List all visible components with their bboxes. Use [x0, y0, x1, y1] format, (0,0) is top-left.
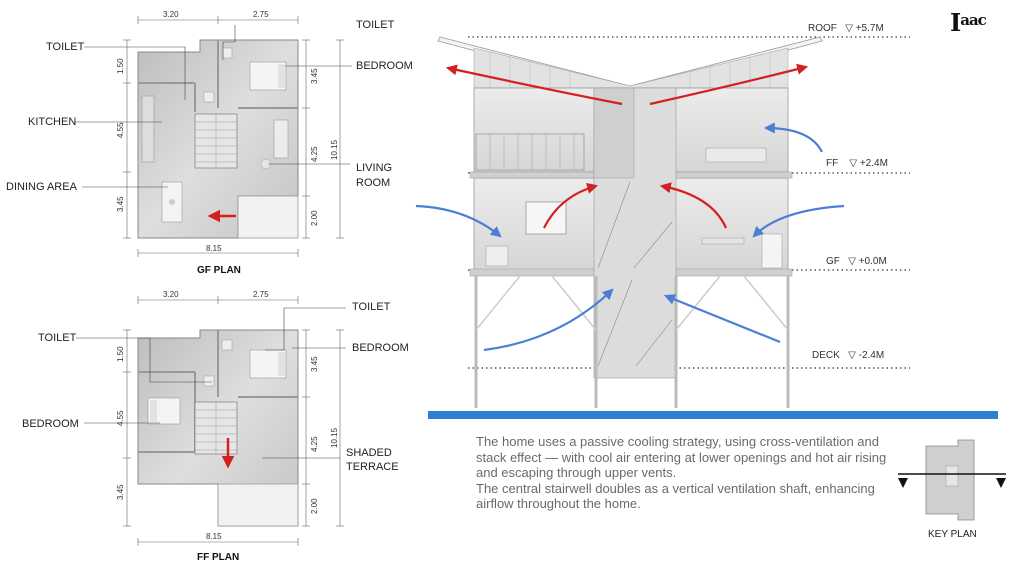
description-paragraph-2: The central stairwell doubles as a verti…: [476, 480, 875, 512]
ff-label-bedroom-right: BEDROOM: [352, 342, 409, 354]
gf-dim-v-4-25: 4.25: [310, 146, 319, 162]
level-gf-name: GF: [826, 256, 840, 267]
gf-dim-top-left: 3.20: [163, 10, 179, 19]
ff-dim-v-10-15: 10.15: [330, 427, 339, 448]
ff-dim-v-4-55: 4.55: [116, 410, 125, 426]
level-roof: ROOF ▽ +5.7M: [808, 23, 884, 34]
ff-label-bedroom-left: BEDROOM: [22, 418, 79, 430]
ff-label-terrace-2: TERRACE: [346, 461, 399, 473]
gf-label-dining-area: DINING AREA: [6, 181, 77, 193]
gf-dim-bottom: 8.15: [206, 244, 222, 253]
level-marker-icon: ▽: [849, 158, 858, 169]
ff-dim-bottom: 8.15: [206, 532, 222, 541]
gf-plan-drawing: [74, 16, 352, 257]
gf-dim-v-1-50: 1.50: [116, 58, 125, 74]
gf-dim-v-10-15: 10.15: [330, 139, 339, 160]
level-marker-icon: ▽: [848, 256, 856, 267]
ff-plan-title: FF PLAN: [197, 552, 240, 563]
ff-dim-top-right: 2.75: [253, 290, 269, 299]
gf-dim-top-right: 2.75: [253, 10, 269, 19]
building-section: [415, 36, 998, 419]
level-roof-value: +5.7M: [855, 23, 884, 34]
ff-dim-top-left: 3.20: [163, 290, 179, 299]
ff-label-terrace-1: SHADED: [346, 447, 392, 459]
gf-label-living-1: LIVING: [356, 162, 393, 174]
level-marker-icon: ▽: [845, 23, 853, 34]
ff-dim-v-2-00: 2.00: [310, 498, 319, 514]
ff-dim-v-3-45-left: 3.45: [116, 484, 125, 500]
key-plan-label: KEY PLAN: [928, 529, 977, 540]
level-ff-name: FF: [826, 158, 839, 169]
ff-plan-drawing: [76, 296, 346, 546]
level-ff-value: +2.4M: [859, 158, 888, 169]
description-text: The home uses a passive cooling strategy…: [476, 434, 896, 512]
iaac-logo: Iaac: [950, 8, 987, 37]
gf-dim-v-3-45-right: 3.45: [310, 68, 319, 84]
level-marker-icon: ▽: [848, 350, 856, 361]
ff-label-toilet-left: TOILET: [38, 332, 77, 344]
level-deck: DECK ▽ -2.4M: [812, 350, 884, 361]
level-roof-name: ROOF: [808, 23, 837, 34]
level-deck-value: -2.4M: [858, 350, 885, 361]
level-gf-value: +0.0M: [858, 256, 887, 267]
level-gf: GF ▽ +0.0M: [826, 256, 887, 267]
gf-plan-title: GF PLAN: [197, 265, 241, 276]
gf-label-toilet-left: TOILET: [46, 41, 85, 53]
description-paragraph-1: The home uses a passive cooling strategy…: [476, 434, 887, 480]
gf-dim-v-2-00: 2.00: [310, 210, 319, 226]
ff-dim-v-1-50: 1.50: [116, 346, 125, 362]
gf-label-living-2: ROOM: [356, 177, 391, 189]
ff-dim-v-3-45-right: 3.45: [310, 356, 319, 372]
gf-label-bedroom: BEDROOM: [356, 60, 413, 72]
key-plan-drawing: [898, 439, 1006, 521]
gf-dim-v-3-45-left: 3.45: [116, 196, 125, 212]
level-deck-name: DECK: [812, 350, 840, 361]
level-ff: FF ▽ +2.4M: [826, 158, 888, 169]
gf-label-kitchen: KITCHEN: [28, 116, 77, 128]
ff-label-toilet-top: TOILET: [352, 301, 391, 313]
gf-dim-v-4-55: 4.55: [116, 122, 125, 138]
gf-label-toilet-top: TOILET: [356, 19, 395, 31]
ff-dim-v-4-25: 4.25: [310, 436, 319, 452]
